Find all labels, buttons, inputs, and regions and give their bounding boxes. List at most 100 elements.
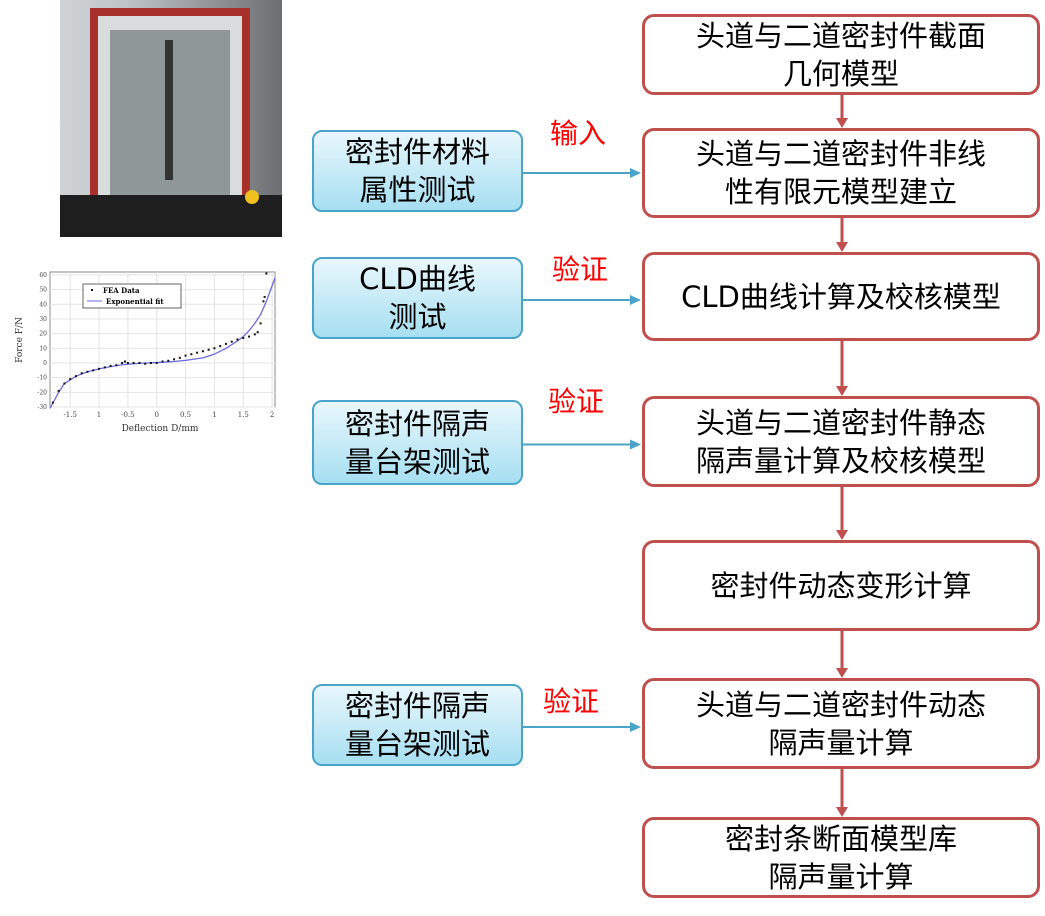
test-line1: 密封件材料 <box>344 135 490 169</box>
test-line2: 测试 <box>388 300 447 334</box>
fea-point <box>149 361 152 364</box>
legend-marker <box>91 289 93 291</box>
flow-step-line2: 隔声量计算 <box>768 725 914 760</box>
flow-step-line2: 性有限元模型建立 <box>724 175 957 209</box>
fea-point <box>80 372 83 375</box>
test-line1: 密封件隔声 <box>344 689 490 723</box>
fea-point <box>184 354 187 357</box>
x-tick-label: 0.5 <box>180 411 191 419</box>
test-box: 密封件材料属性测试 <box>312 130 523 212</box>
fea-point <box>201 350 204 353</box>
fea-point <box>178 356 181 359</box>
y-tick-label: -20 <box>37 389 47 396</box>
fea-point <box>230 340 233 343</box>
test-rig-photo <box>60 0 282 237</box>
fea-point <box>132 361 135 364</box>
fea-point <box>121 361 124 364</box>
x-axis-label: Deflection D/mm <box>122 424 199 434</box>
legend-label: Exponential fit <box>106 297 164 306</box>
test-line1: 密封件隔声 <box>344 406 490 441</box>
test-box: 密封件隔声量台架测试 <box>312 684 523 766</box>
flow-step-box: 头道与二道密封件非线性有限元模型建立 <box>642 128 1040 218</box>
test-box: CLD曲线测试 <box>312 257 523 339</box>
flow-step-line2: 隔声量计算及校核模型 <box>695 443 986 478</box>
fea-point <box>138 361 141 364</box>
fea-point <box>242 337 245 340</box>
y-tick-label: 20 <box>39 331 47 338</box>
fea-point <box>259 322 262 325</box>
flow-step-box: 头道与二道密封件截面几何模型 <box>642 14 1040 95</box>
fea-point <box>74 375 77 378</box>
arrow-head-icon <box>630 439 641 450</box>
flow-step-box: 密封条断面模型库隔声量计算 <box>642 817 1040 898</box>
y-tick-label: 60 <box>39 272 47 279</box>
fea-point <box>92 369 95 372</box>
relation-label: 验证 <box>548 385 605 418</box>
fea-point <box>248 335 251 338</box>
arrow-head-icon <box>836 530 848 540</box>
flow-step-box: CLD曲线计算及校核模型 <box>642 252 1040 341</box>
test-line1: CLD曲线 <box>359 262 476 296</box>
fea-point <box>253 333 256 336</box>
flow-step-box: 密封件动态变形计算 <box>642 540 1040 631</box>
fea-point <box>86 370 89 373</box>
fea-point <box>196 351 199 354</box>
y-tick-label: -10 <box>37 375 47 382</box>
y-tick-label: -30 <box>37 404 47 411</box>
flow-step-line1: 头道与二道密封件静态 <box>695 405 986 440</box>
y-tick-label: 0 <box>43 360 47 367</box>
arrow-head-icon <box>630 295 641 305</box>
fea-point <box>190 353 193 356</box>
test-line2: 属性测试 <box>359 173 476 207</box>
flow-step-box: 头道与二道密封件动态隔声量计算 <box>642 678 1040 769</box>
fit-line <box>49 277 276 409</box>
fea-point <box>207 348 210 351</box>
fea-point <box>161 360 164 363</box>
flow-step-line1: 密封条断面模型库 <box>724 821 957 856</box>
relation-label: 验证 <box>543 685 600 718</box>
arrow-head-icon <box>836 668 848 678</box>
fea-point <box>173 358 176 361</box>
flow-step-line1: 密封件动态变形计算 <box>710 568 972 603</box>
fea-point <box>262 300 265 303</box>
arrow-head-icon <box>836 242 848 252</box>
relation-label: 输入 <box>550 117 607 150</box>
fea-point <box>51 401 54 404</box>
fea-point <box>69 378 72 381</box>
y-tick-label: 30 <box>39 316 47 323</box>
x-tick-label: 0 <box>154 411 158 419</box>
test-box: 密封件隔声量台架测试 <box>312 400 523 485</box>
arrow-head-icon <box>630 168 641 178</box>
flow-step-line2: 隔声量计算 <box>768 859 914 894</box>
fea-point <box>256 331 259 334</box>
fea-point <box>224 342 227 345</box>
x-tick-label: 1.5 <box>238 411 249 419</box>
arrow-head-icon <box>630 722 641 732</box>
legend <box>82 283 182 309</box>
relation-label: 验证 <box>552 253 609 286</box>
flow-step-line2: 几何模型 <box>782 56 899 91</box>
x-tick-label: 2 <box>270 411 274 419</box>
flow-step-line1: CLD曲线计算及校核模型 <box>681 279 1001 314</box>
y-axis-label: Force F/N <box>15 317 25 363</box>
y-tick-label: 50 <box>39 287 47 294</box>
fea-point <box>57 389 60 392</box>
test-line2: 量台架测试 <box>344 727 490 761</box>
legend-label: FEA Data <box>103 286 140 295</box>
fea-point <box>124 360 126 363</box>
fea-point <box>155 361 158 364</box>
fea-point <box>213 347 216 350</box>
x-tick-label: -1.5 <box>63 411 77 419</box>
flow-step-line1: 头道与二道密封件非线 <box>695 137 986 171</box>
fea-point <box>98 367 101 370</box>
fea-point <box>144 362 147 365</box>
fea-point <box>263 295 266 298</box>
fea-point <box>115 364 118 367</box>
arrow-head-icon <box>836 386 848 396</box>
fea-point <box>103 366 106 369</box>
fea-point <box>265 272 268 275</box>
fea-point <box>126 361 129 364</box>
y-tick-label: 40 <box>39 301 47 308</box>
test-line2: 量台架测试 <box>344 444 490 479</box>
